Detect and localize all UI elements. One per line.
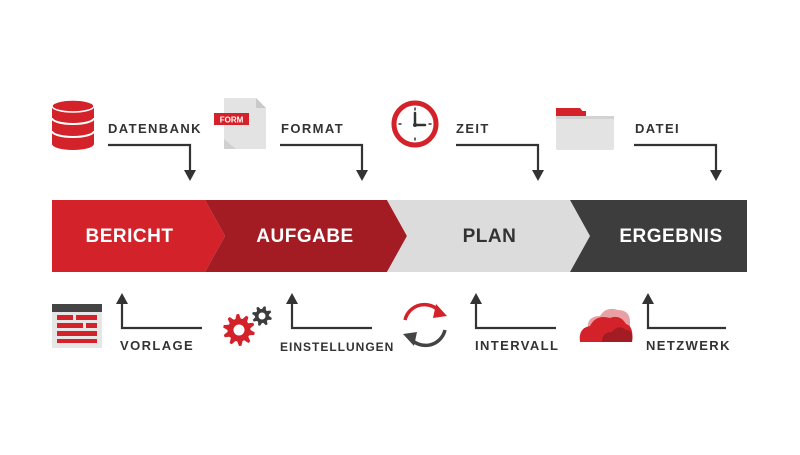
gear-small-hole — [258, 312, 266, 320]
arrow-einstellungen — [290, 302, 372, 330]
label-format: FORMAT — [281, 121, 345, 136]
label-intervall: INTERVALL — [475, 338, 560, 353]
folder-icon — [556, 108, 614, 150]
arrowhead-einstellungen — [286, 293, 298, 304]
segment-aufgabe — [205, 200, 407, 272]
cloud-icon — [579, 308, 633, 342]
segment-ergebnis — [570, 200, 747, 272]
arrowhead-intervall — [470, 293, 482, 304]
arrowhead-vorlage — [116, 293, 128, 304]
segment-label-aufgabe: AUFGABE — [256, 226, 354, 247]
arrowhead-zeit — [532, 170, 544, 181]
arrowhead-datenbank — [184, 170, 196, 181]
form-icon-label: FORM — [220, 116, 244, 125]
arrow-zeit — [456, 143, 540, 172]
segment-plan — [387, 200, 590, 272]
arrowhead-format — [356, 170, 368, 181]
label-zeit: ZEIT — [456, 121, 490, 136]
label-einstellungen: EINSTELLUNGEN — [280, 340, 395, 354]
label-netzwerk: NETZWERK — [646, 338, 731, 353]
template-icon — [52, 304, 102, 348]
form-document-icon: FORM — [214, 98, 266, 149]
arrow-datei — [634, 143, 718, 172]
clock-icon — [391, 100, 439, 148]
arrow-format — [280, 143, 364, 172]
segment-label-plan: PLAN — [462, 226, 517, 247]
segment-bericht — [52, 200, 225, 272]
arrow-datenbank — [108, 143, 192, 172]
arrow-vorlage — [120, 302, 202, 330]
refresh-icon — [403, 302, 447, 348]
database-icon — [51, 99, 95, 150]
arrowhead-netzwerk — [642, 293, 654, 304]
label-datei: DATEI — [635, 121, 681, 136]
arrowhead-datei — [710, 170, 722, 181]
segment-label-ergebnis: ERGEBNIS — [619, 226, 723, 247]
gears-icon — [223, 306, 272, 346]
label-vorlage: VORLAGE — [120, 338, 195, 353]
label-datenbank: DATENBANK — [108, 121, 202, 136]
arrow-intervall — [474, 302, 556, 330]
segment-label-bericht: BERICHT — [85, 226, 174, 247]
arrow-netzwerk — [646, 302, 726, 330]
gear-large-hole — [233, 324, 245, 336]
